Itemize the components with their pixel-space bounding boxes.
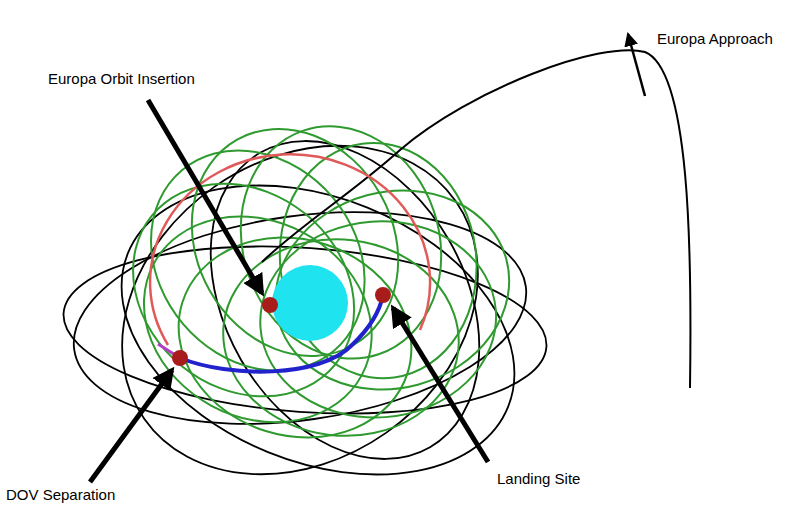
landing-label: Landing Site — [495, 470, 582, 488]
europa-moon — [272, 265, 348, 341]
black-orbits — [58, 78, 558, 510]
leader-arrow — [90, 370, 172, 482]
approach-trajectory — [262, 50, 690, 388]
landing-point — [375, 287, 391, 303]
capture-orbit — [78, 131, 557, 510]
insertion-point — [262, 297, 278, 313]
green-orbits — [90, 92, 532, 467]
separation-label: DOV Separation — [4, 486, 117, 504]
red-orbit — [150, 154, 430, 345]
green-orbit — [152, 92, 439, 394]
green-orbit — [90, 140, 397, 441]
capture-orbit — [58, 78, 541, 510]
approach-label: Europa Approach — [655, 30, 775, 48]
direction-arrow — [628, 34, 645, 96]
green-orbit — [210, 99, 471, 385]
leader-arrow — [393, 308, 488, 462]
insertion-label: Europa Orbit Insertion — [46, 70, 197, 88]
descent-trajectory — [180, 295, 383, 372]
green-orbit — [213, 227, 470, 449]
separation-point — [172, 350, 188, 366]
leader-arrow — [148, 100, 262, 293]
